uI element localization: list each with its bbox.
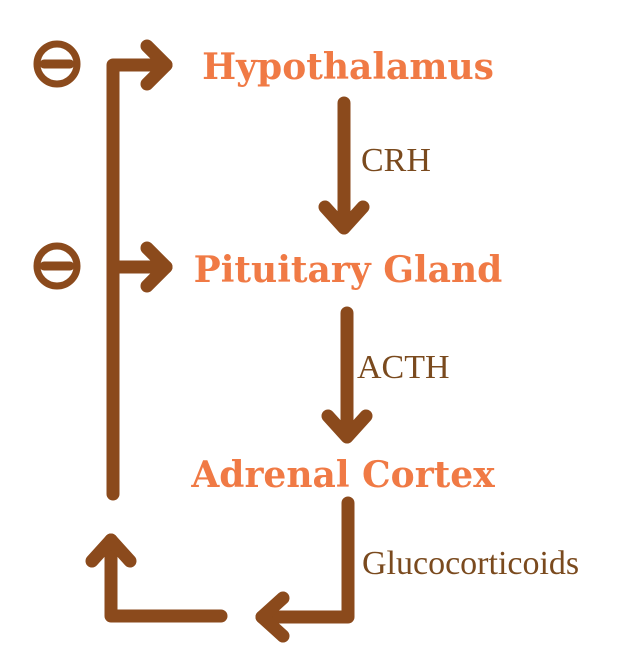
node-pituitary-gland: Pituitary Gland bbox=[194, 249, 503, 291]
negative-feedback-icon bbox=[33, 40, 81, 88]
arrow-acth bbox=[321, 306, 373, 444]
feedback-line bbox=[106, 39, 173, 501]
hormone-label-crh: CRH bbox=[361, 142, 431, 179]
negative-feedback-icon bbox=[33, 242, 81, 290]
hormone-label-glucocorticoids: Glucocorticoids bbox=[362, 545, 579, 582]
hormone-label-acth: ACTH bbox=[357, 349, 450, 386]
node-adrenal-cortex: Adrenal Cortex bbox=[190, 454, 495, 496]
feedback-loop-glucocorticoids bbox=[85, 496, 355, 643]
arrow-crh bbox=[318, 96, 370, 235]
node-hypothalamus: Hypothalamus bbox=[202, 46, 494, 88]
